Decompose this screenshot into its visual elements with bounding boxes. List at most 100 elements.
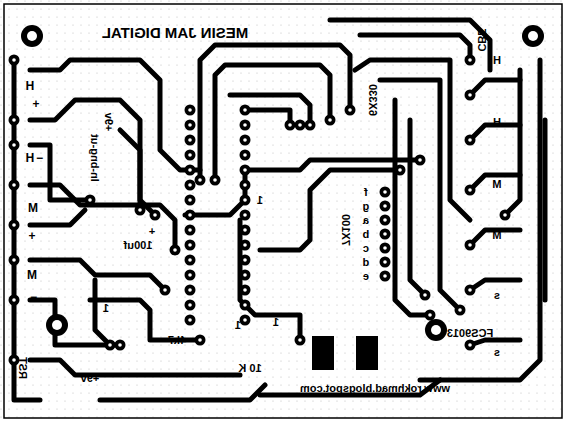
pad-hole <box>243 168 247 172</box>
pad <box>240 135 251 146</box>
pad <box>9 295 20 306</box>
pad-hole <box>243 183 247 187</box>
pcb-label: 1 <box>235 320 241 331</box>
pad-hole <box>188 318 192 322</box>
pad <box>195 335 206 346</box>
pad-hole <box>213 178 217 182</box>
pad-hole <box>468 138 472 142</box>
pad <box>210 175 221 186</box>
pcb-label: 1 <box>103 303 109 314</box>
pad-hole <box>188 198 192 202</box>
pcb-label: FCS9013 <box>447 328 493 339</box>
pad-hole <box>383 218 387 222</box>
pad-hole <box>398 168 402 172</box>
pad-hole <box>153 213 157 217</box>
pad-hole <box>243 108 247 112</box>
board-edge <box>4 4 562 418</box>
pad-hole <box>468 58 472 62</box>
pad <box>185 195 196 206</box>
pcb-label: H <box>493 117 501 128</box>
pad-hole <box>468 243 472 247</box>
pcb-label: +9v <box>103 113 114 132</box>
pad-hole <box>418 158 422 162</box>
pad-hole <box>243 228 247 232</box>
pad-hole <box>348 108 352 112</box>
pad-hole <box>423 293 427 297</box>
pcb-label: c <box>363 243 369 254</box>
pad-hole <box>468 188 472 192</box>
pad <box>185 165 196 176</box>
pcb-label: 10 K <box>238 363 261 374</box>
pad-hole <box>243 258 247 262</box>
pcb-label: b <box>363 229 370 240</box>
pad-hole <box>383 246 387 250</box>
pcb-label: RST <box>17 357 28 379</box>
pad <box>295 120 306 131</box>
board-title: MESIN JAM DIGITAL <box>102 25 248 40</box>
mounting-holes <box>21 25 544 341</box>
pad <box>9 55 20 66</box>
pad-hole <box>328 118 332 122</box>
pad <box>380 201 391 212</box>
pad-hole <box>188 153 192 157</box>
pad-hole <box>188 108 192 112</box>
pad-hole <box>428 313 432 317</box>
pad-hole <box>468 93 472 97</box>
pad-hole <box>243 138 247 142</box>
pad <box>380 215 391 226</box>
pad <box>240 285 251 296</box>
pcb-label: CBE <box>476 28 487 51</box>
pcb-label: s <box>494 290 500 301</box>
pcb-label: 4k7 <box>168 335 186 346</box>
pad <box>240 105 251 116</box>
pad <box>185 315 196 326</box>
pad <box>240 240 251 251</box>
pad-hole <box>458 308 462 312</box>
pad <box>185 120 196 131</box>
pad <box>465 340 476 351</box>
pad-hole <box>188 168 192 172</box>
pad <box>425 310 436 321</box>
pad <box>295 335 306 346</box>
pad <box>195 175 206 186</box>
pad-hole <box>163 288 167 292</box>
pad-hole <box>188 123 192 127</box>
pad <box>160 285 171 296</box>
pad-hole <box>88 198 92 202</box>
pad-hole <box>188 288 192 292</box>
pad-hole <box>188 258 192 262</box>
pcb-label: 1 <box>257 195 263 206</box>
pad <box>185 270 196 281</box>
pad-hole <box>298 123 302 127</box>
pad <box>465 240 476 251</box>
pcb-label: − <box>36 152 43 164</box>
pad <box>285 120 296 131</box>
pad <box>9 255 20 266</box>
pcb-label: + <box>28 230 35 242</box>
pad <box>240 225 251 236</box>
pad-hole <box>12 358 16 362</box>
pad <box>170 245 181 256</box>
pcb-label: 7X100 <box>340 214 351 246</box>
pad-block <box>312 336 334 370</box>
pad-hole <box>198 178 202 182</box>
pcb-label: H <box>26 80 35 92</box>
pcb-label: 100uf <box>124 240 153 251</box>
pad-hole <box>12 183 16 187</box>
pad-hole <box>503 213 507 217</box>
pad-hole <box>383 204 387 208</box>
pad-hole <box>288 123 292 127</box>
pad-hole <box>308 123 312 127</box>
pad-hole <box>243 288 247 292</box>
pad-hole <box>138 208 142 212</box>
pad-hole <box>12 58 16 62</box>
pcb-label: M <box>27 269 37 281</box>
pad <box>240 165 251 176</box>
pad <box>465 90 476 101</box>
pcb-label: e <box>363 271 369 282</box>
pad <box>9 220 20 231</box>
pcb-label: − <box>30 291 37 303</box>
